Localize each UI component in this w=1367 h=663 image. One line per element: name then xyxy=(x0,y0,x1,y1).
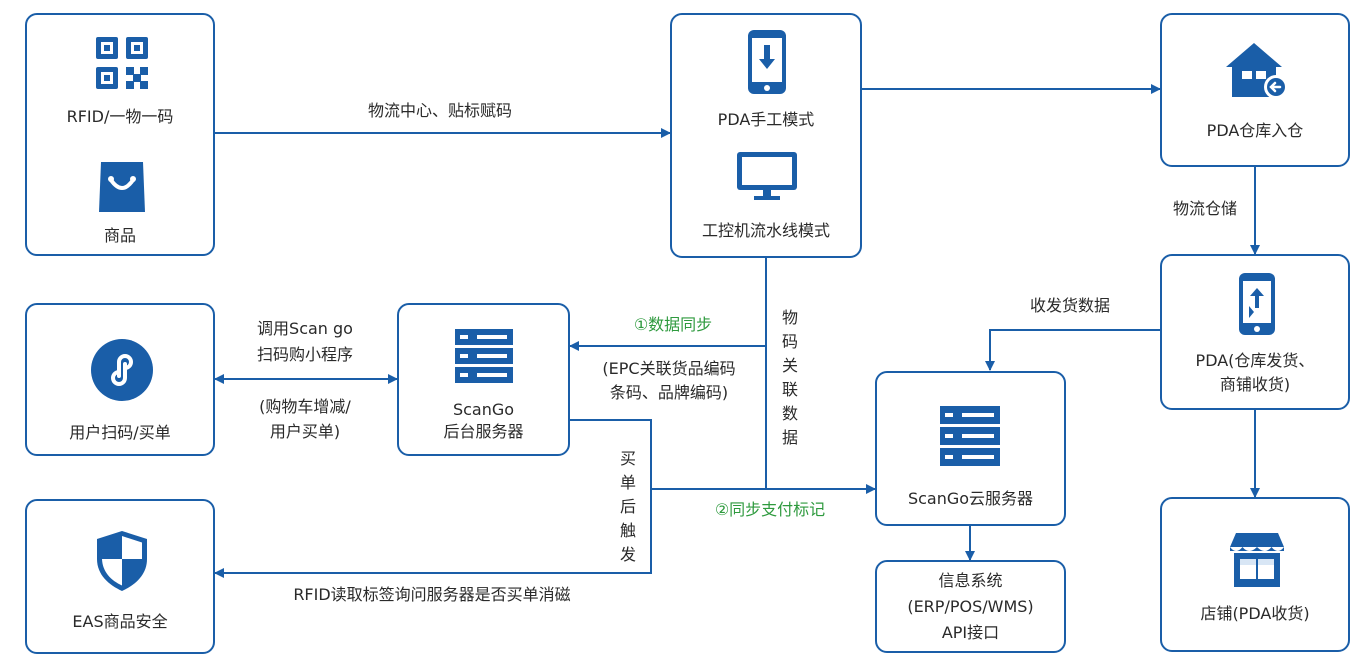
warehouse-inbound-icon xyxy=(1226,43,1288,99)
shield-icon xyxy=(97,531,147,591)
mobile-transfer-icon xyxy=(1239,273,1275,335)
scango-cloud-node: ScanGo云服务器 xyxy=(875,371,1066,526)
info-system-label-3: API接口 xyxy=(941,623,1000,642)
edge-label-logistics-storage: 物流仓储 xyxy=(1172,199,1237,218)
pda-ship-label-1: PDA(仓库发货、 xyxy=(1195,351,1315,370)
pda-ship-node: PDA(仓库发货、 商铺收货) xyxy=(1160,254,1350,410)
edge-label-recv-ship-data: 收发货数据 xyxy=(1029,296,1110,315)
mini-program-icon xyxy=(91,339,153,401)
server-icon xyxy=(455,329,513,383)
eas-label: EAS商品安全 xyxy=(72,612,168,631)
edge-label-cart-1: (购物车增减/ xyxy=(259,397,351,416)
edge-label-code-relation: 物码关联数据 xyxy=(781,308,798,447)
shopping-bag-icon xyxy=(99,162,145,212)
store-icon xyxy=(1230,533,1284,587)
info-system-node: 信息系统 (ERP/POS/WMS) API接口 xyxy=(875,560,1066,653)
info-system-label-2: (ERP/POS/WMS) xyxy=(907,597,1034,616)
store-node: 店铺(PDA收货) xyxy=(1160,497,1350,652)
edge-ship-to-cloud xyxy=(985,329,1160,371)
scango-backend-label-1: ScanGo xyxy=(452,400,515,419)
scango-cloud-label: ScanGo云服务器 xyxy=(907,489,1034,508)
qr-code-icon xyxy=(96,37,148,89)
eas-node: EAS商品安全 xyxy=(25,499,215,654)
industrial-pc-label: 工控机流水线模式 xyxy=(701,221,830,240)
store-label: 店铺(PDA收货) xyxy=(1200,604,1310,623)
edge-label-call-2: 扫码购小程序 xyxy=(256,345,353,364)
edge-label-epc-2: 条码、品牌编码) xyxy=(609,383,729,402)
scango-backend-node: ScanGo 后台服务器 xyxy=(397,303,570,456)
edge-label-sync-pay: ②同步支付标记 xyxy=(714,500,826,519)
pda-manual-node: PDA手工模式 工控机流水线模式 xyxy=(670,13,862,258)
rfid-label: RFID/一物一码 xyxy=(66,107,174,126)
edge-label-logistics-center: 物流中心、贴标赋码 xyxy=(367,101,512,120)
pda-inbound-label: PDA仓库入仓 xyxy=(1206,121,1304,140)
pda-inbound-node: PDA仓库入仓 xyxy=(1160,13,1350,167)
mobile-download-icon xyxy=(748,30,786,94)
scango-backend-label-2: 后台服务器 xyxy=(443,422,524,441)
rfid-product-node: RFID/一物一码 商品 xyxy=(25,13,215,256)
user-scan-label: 用户扫码/买单 xyxy=(69,423,171,442)
user-scan-node: 用户扫码/买单 xyxy=(25,303,215,456)
server-icon xyxy=(940,406,1000,466)
edge-label-epc-1: (EPC关联货品编码 xyxy=(602,359,736,378)
pda-manual-label: PDA手工模式 xyxy=(717,110,815,129)
edge-label-rfid-query: RFID读取标签询问服务器是否买单消磁 xyxy=(293,585,571,604)
info-system-label-1: 信息系统 xyxy=(938,571,1003,590)
product-label: 商品 xyxy=(103,226,136,245)
edge-label-sync-data: ①数据同步 xyxy=(633,315,713,334)
edge-label-after-purchase: 买单后触发 xyxy=(619,449,636,564)
edge-label-cart-2: 用户买单) xyxy=(269,422,341,441)
edge-backend-to-eas xyxy=(214,419,652,578)
edge-label-call-1: 调用Scan go xyxy=(257,319,353,338)
pda-ship-label-2: 商铺收货) xyxy=(1219,375,1291,394)
monitor-icon xyxy=(737,152,797,200)
